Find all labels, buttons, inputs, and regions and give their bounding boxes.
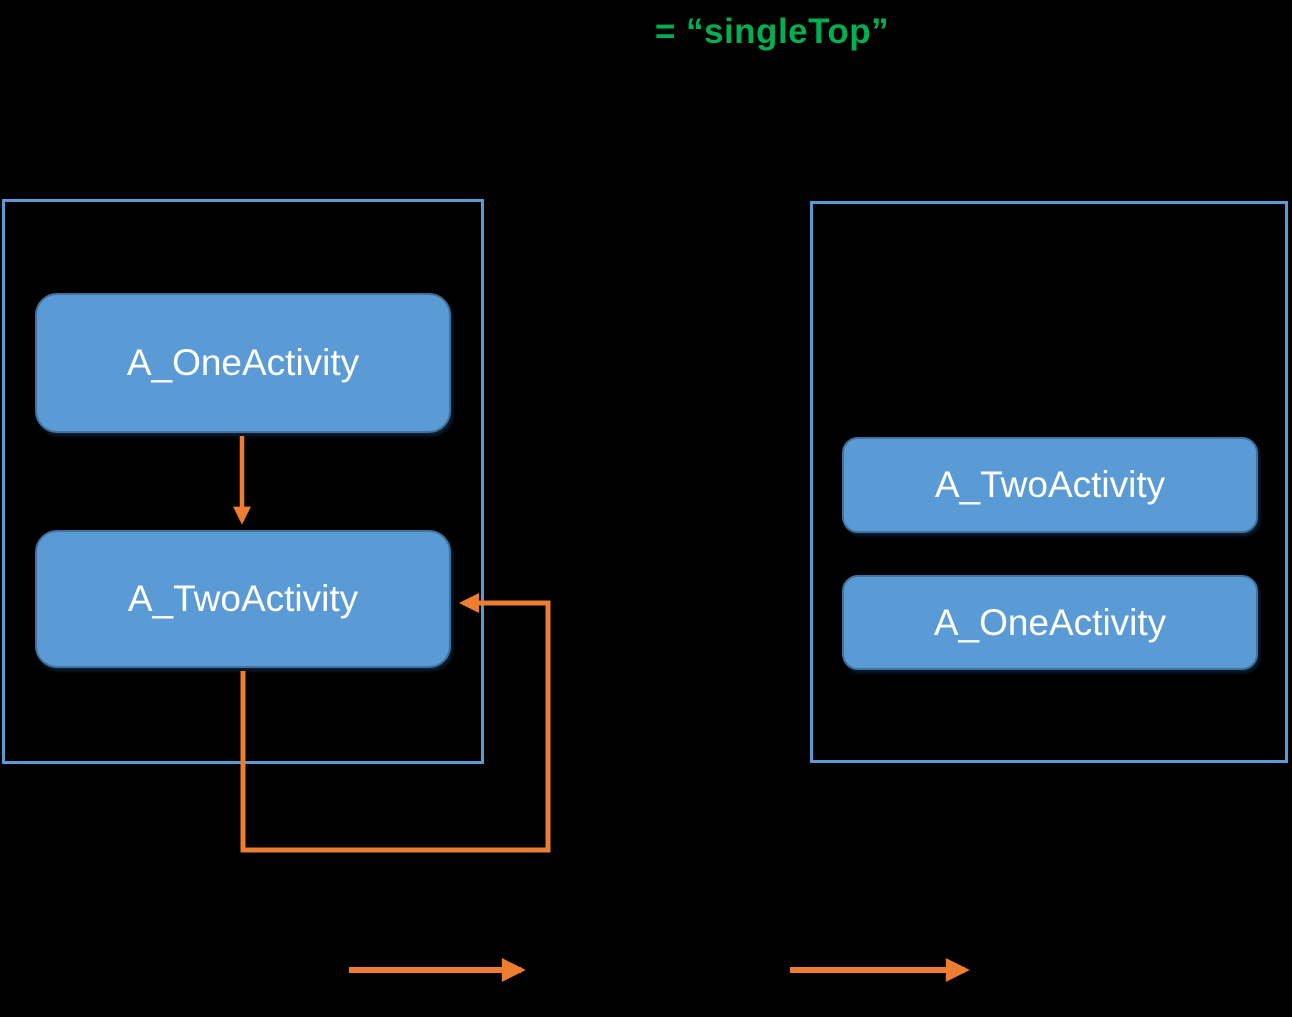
activity-label: A_TwoActivity — [127, 578, 359, 619]
launch-mode-title: = “singleTop” — [654, 12, 890, 51]
activity-box-left-bottom: A_TwoActivity — [35, 530, 451, 668]
activity-label: A_OneActivity — [126, 342, 360, 383]
task-stack-after — [810, 201, 1288, 763]
activity-box-left-top: A_OneActivity — [35, 293, 451, 433]
activity-label: A_TwoActivity — [934, 464, 1166, 505]
activity-label: A_OneActivity — [933, 601, 1167, 643]
task-stack-before — [2, 199, 484, 764]
activity-box-right-top: A_TwoActivity — [842, 437, 1258, 533]
activity-box-right-bottom: A_OneActivity — [842, 575, 1258, 670]
